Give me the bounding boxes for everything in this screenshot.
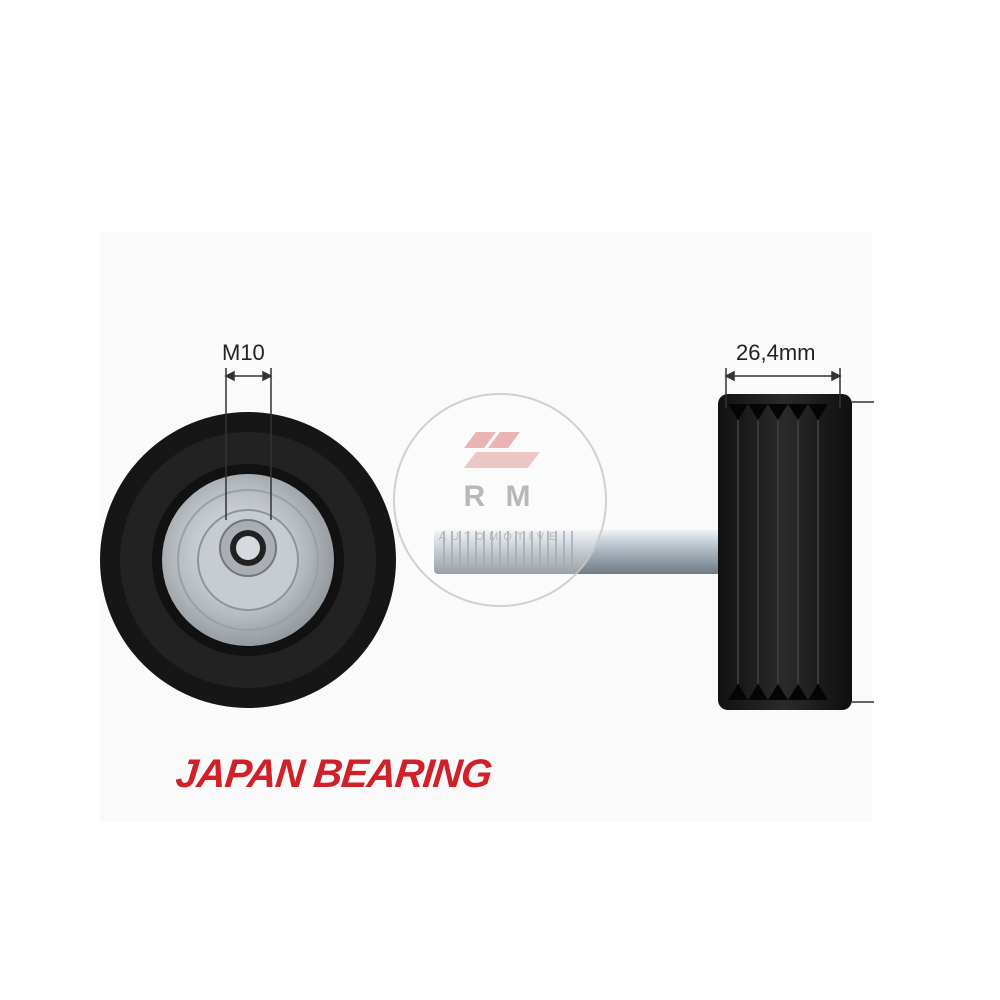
pulley-side-view [718, 394, 852, 710]
pulley-front-view [100, 412, 396, 708]
bolt-shaft [434, 530, 724, 574]
watermark-subtitle: AUTOMOTIVE [438, 531, 562, 543]
width-dimension [724, 368, 874, 703]
m10-dimension [224, 368, 273, 520]
brand-logo-text: JAPAN BEARING [173, 752, 494, 796]
width-label: 26,4mm [736, 340, 816, 365]
rm-automotive-watermark [393, 393, 607, 607]
watermark-initials: R M [463, 480, 537, 513]
thread-size-label: M10 [222, 340, 265, 365]
